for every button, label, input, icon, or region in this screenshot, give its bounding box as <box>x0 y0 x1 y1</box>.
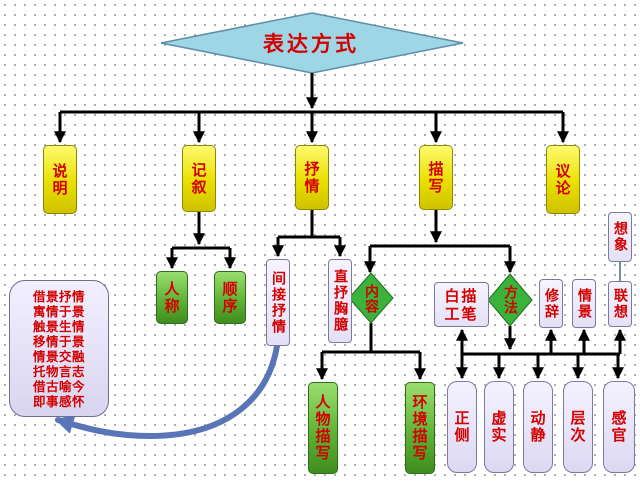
node-zhengce: 正侧 <box>447 381 477 473</box>
node-xushi: 虚实 <box>484 381 514 473</box>
node-zhishu-xiongyi: 直抒胸臆 <box>328 259 352 343</box>
node-shuqing: 抒情 <box>295 145 329 210</box>
node-jianjie-shuqing: 间接抒情 <box>266 259 290 346</box>
neirong-diamond <box>348 272 394 324</box>
node-xiangxiang: 想象 <box>608 212 632 262</box>
method-line: 触景生情 <box>32 318 85 334</box>
node-xiuci: 修辞 <box>539 279 563 328</box>
method-line: 托物言志 <box>32 363 85 379</box>
node-lianxiang: 联想 <box>608 281 632 327</box>
method-line: 借古喻今 <box>32 378 85 394</box>
label-fangfa: 方法 <box>502 285 518 315</box>
label-neirong: 内容 <box>363 284 379 314</box>
node-baimiao-gongbi: 白描工笔 <box>434 282 489 327</box>
node-renwu-miaoxie: 人物描写 <box>308 382 338 474</box>
node-qingjing: 情景 <box>572 279 596 328</box>
node-dongjing: 动静 <box>523 381 553 473</box>
node-ganguan: 感官 <box>603 381 635 473</box>
node-jixu: 记叙 <box>182 145 216 212</box>
fangfa-diamond <box>487 273 533 327</box>
method-line: 即事感怀 <box>32 393 85 409</box>
node-miaoxie: 描写 <box>419 145 453 210</box>
baimiao-label: 白描工笔 <box>444 286 479 323</box>
node-rencheng: 人称 <box>156 271 188 324</box>
diagram-title: 表达方式 <box>263 32 359 56</box>
method-line: 情景交融 <box>32 348 85 364</box>
node-cengci: 层次 <box>563 381 593 473</box>
node-shuoming: 说明 <box>43 145 77 214</box>
node-yilun: 议论 <box>546 145 580 214</box>
node-huanjing-miaoxie: 环境描写 <box>405 382 435 474</box>
method-line: 借景抒情 <box>32 288 85 304</box>
method-line: 移情于景 <box>32 333 85 349</box>
method-line: 寓情于景 <box>32 303 85 319</box>
node-shunxu: 顺序 <box>214 271 246 324</box>
curved-arrow <box>54 343 280 440</box>
indirect-lyric-methods-box: 借景抒情 寓情于景 触景生情 移情于景 情景交融 托物言志 借古喻今 即事感怀 <box>9 280 109 417</box>
